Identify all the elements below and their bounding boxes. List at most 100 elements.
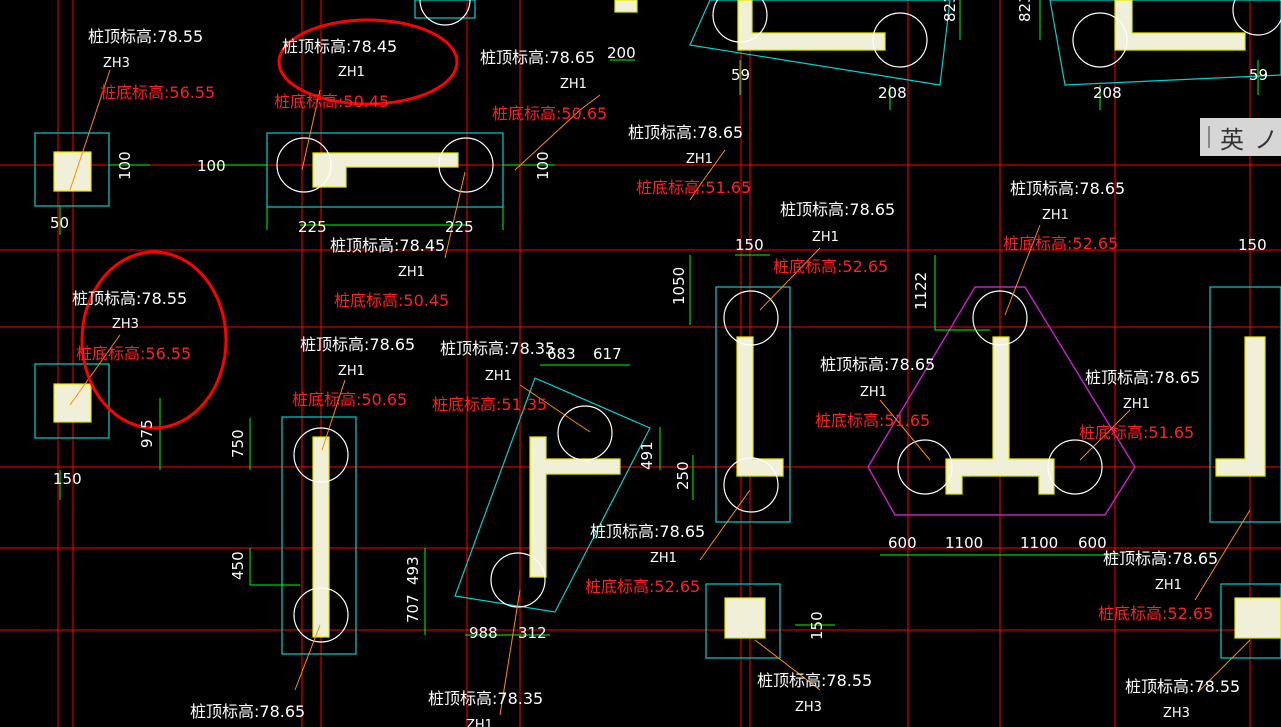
dim-text: 707 xyxy=(404,594,422,623)
dim-text: 1050 xyxy=(670,267,688,305)
svg-text:桩顶标高:78.55: 桩顶标高:78.55 xyxy=(72,289,187,308)
triangular-pile-cap xyxy=(867,286,1136,516)
pile-label: 桩顶标高:78.55 ZH3 xyxy=(1125,677,1240,721)
dim-text: 50 xyxy=(50,214,69,232)
top-elevation: 78.55 xyxy=(157,27,203,46)
dim-text: 59 xyxy=(1249,66,1268,84)
pile-label: 桩顶标高:78.65 ZH1 桩底标高:51.65 xyxy=(1079,368,1200,442)
dim-text: 823 xyxy=(1016,0,1034,22)
pile-label: 桩顶标高:78.35 ZH1 桩底标高:51.35 xyxy=(432,339,555,414)
svg-text:ZH1: ZH1 xyxy=(1155,578,1182,593)
dim-text: 208 xyxy=(878,84,907,102)
svg-text:ZH1: ZH1 xyxy=(812,230,839,245)
svg-text:桩顶标高:78.65: 桩顶标高:78.65 xyxy=(300,335,415,354)
ime-divider xyxy=(1208,126,1210,148)
svg-text:桩顶标高:78.55: 桩顶标高:78.55 xyxy=(1125,677,1240,696)
dimension-texts: 200 59 208 208 59 823 823 100 100 100 50… xyxy=(50,0,1268,642)
dim-text: 491 xyxy=(638,441,656,470)
svg-text:桩顶标高:78.65: 桩顶标高:78.65 xyxy=(190,702,305,721)
dimension-lines xyxy=(59,0,1259,636)
leader-lines xyxy=(69,69,1251,716)
dim-text: 600 xyxy=(888,534,917,552)
dim-text: 617 xyxy=(593,345,622,363)
svg-text:桩顶标高:78.55: 桩顶标高:78.55 xyxy=(88,27,203,46)
pile-label: 桩顶标高:78.55 ZH3 xyxy=(757,671,872,715)
pile-label: 桩顶标高:78.65 ZH1 桩底标高:51.65 xyxy=(628,123,751,197)
svg-text:桩顶标高:78.55: 桩顶标高:78.55 xyxy=(757,671,872,690)
svg-text:桩底标高:51.35: 桩底标高:51.35 xyxy=(432,395,547,414)
svg-text:桩底标高:52.65: 桩底标高:52.65 xyxy=(773,257,888,276)
dim-text: 975 xyxy=(138,419,156,448)
dim-text: 1122 xyxy=(912,272,930,310)
pile-label: 桩顶标高:78.65 xyxy=(190,702,305,721)
pile-caps xyxy=(34,0,1281,659)
svg-text:ZH3: ZH3 xyxy=(795,700,822,715)
highlight-ellipse-1 xyxy=(277,18,459,106)
top-label-prefix: 桩顶标高: xyxy=(88,27,157,46)
svg-text:ZH1: ZH1 xyxy=(560,77,587,92)
dim-text: 988 xyxy=(469,624,498,642)
svg-text:ZH1: ZH1 xyxy=(650,551,677,566)
highlight-ellipse-2 xyxy=(80,250,228,430)
svg-text:桩底标高:52.65: 桩底标高:52.65 xyxy=(1098,604,1213,623)
dim-text: 250 xyxy=(674,461,692,490)
dim-text: 208 xyxy=(1093,84,1122,102)
dim-text: 100 xyxy=(534,151,552,180)
dim-text: 59 xyxy=(731,66,750,84)
bottom-elevation: 56.55 xyxy=(169,83,215,102)
svg-text:桩顶标高:78.65: 桩顶标高:78.65 xyxy=(480,48,595,67)
pile-label: 桩顶标高:78.55 ZH3 桩底标高:56.55 xyxy=(88,27,215,102)
svg-text:桩顶标高:78.65: 桩顶标高:78.65 xyxy=(590,522,705,541)
wall-cores xyxy=(53,0,1281,639)
svg-text:桩顶标高:78.65: 桩顶标高:78.65 xyxy=(1103,549,1218,568)
svg-text:桩顶标高:78.35: 桩顶标高:78.35 xyxy=(428,689,543,708)
svg-text:桩底标高:56.55: 桩底标高:56.55 xyxy=(100,83,215,102)
svg-text:桩顶标高:78.65: 桩顶标高:78.65 xyxy=(780,200,895,219)
svg-text:ZH1: ZH1 xyxy=(338,364,365,379)
svg-text:桩顶标高:78.45: 桩顶标高:78.45 xyxy=(282,37,397,56)
svg-text:桩顶标高:78.65: 桩顶标高:78.65 xyxy=(628,123,743,142)
svg-text:桩底标高:51.65: 桩底标高:51.65 xyxy=(815,411,930,430)
dim-text: 823 xyxy=(941,0,959,22)
svg-text:ZH1: ZH1 xyxy=(466,718,493,727)
dim-text: 493 xyxy=(404,556,422,585)
dim-text: 450 xyxy=(229,551,247,580)
svg-text:ZH1: ZH1 xyxy=(1042,208,1069,223)
dim-text: 150 xyxy=(53,470,82,488)
svg-text:桩底标高:56.55: 桩底标高:56.55 xyxy=(76,344,191,363)
pile-label: 桩顶标高:78.65 ZH1 桩底标高:52.65 xyxy=(1003,179,1125,253)
svg-text:桩顶标高:78.65: 桩顶标高:78.65 xyxy=(820,355,935,374)
dim-text: 312 xyxy=(518,624,547,642)
dim-text: 200 xyxy=(607,44,636,62)
dim-text: 150 xyxy=(808,611,826,640)
svg-text:ZH1: ZH1 xyxy=(485,369,512,384)
pile-type: ZH3 xyxy=(103,56,130,71)
pile-label: 桩顶标高:78.65 ZH1 桩底标高:50.65 xyxy=(480,48,607,123)
svg-text:桩底标高:52.65: 桩底标高:52.65 xyxy=(1003,234,1118,253)
pile-label: 桩顶标高:78.65 ZH1 桩底标高:51.65 xyxy=(815,355,935,430)
svg-text:ZH1: ZH1 xyxy=(338,65,365,80)
ime-mode-glyph: ノ xyxy=(1254,125,1278,154)
dim-text: 100 xyxy=(116,151,134,180)
dim-text: 750 xyxy=(229,429,247,458)
dim-text: 600 xyxy=(1078,534,1107,552)
pile-label: 桩顶标高:78.65 ZH1 桩底标高:52.65 xyxy=(773,200,895,276)
svg-text:桩底标高:50.45: 桩底标高:50.45 xyxy=(334,291,449,310)
dim-text: 1100 xyxy=(1020,534,1058,552)
pile-label: 桩顶标高:78.65 ZH1 桩底标高:52.65 xyxy=(585,522,705,596)
pile-labels: 桩顶标高:78.55 ZH3 桩底标高:56.55 桩顶标高:78.45 ZH1… xyxy=(72,27,1240,727)
dim-text: 225 xyxy=(298,218,327,236)
bottom-label-prefix: 桩底标高: xyxy=(100,83,169,102)
svg-text:ZH1: ZH1 xyxy=(860,385,887,400)
ime-language-indicator[interactable]: 英 ノ xyxy=(1200,118,1281,156)
svg-text:ZH1: ZH1 xyxy=(686,152,713,167)
svg-text:桩顶标高:78.35: 桩顶标高:78.35 xyxy=(440,339,555,358)
dim-text: 225 xyxy=(445,218,474,236)
svg-text:桩底标高:51.65: 桩底标高:51.65 xyxy=(636,178,751,197)
pile-label: 桩顶标高:78.65 ZH1 桩底标高:50.65 xyxy=(292,335,415,409)
svg-text:桩顶标高:78.45: 桩顶标高:78.45 xyxy=(330,236,445,255)
pile-label: 桩顶标高:78.45 ZH1 桩底标高:50.45 xyxy=(330,236,449,310)
dim-text: 150 xyxy=(735,236,764,254)
svg-text:桩底标高:50.65: 桩底标高:50.65 xyxy=(492,104,607,123)
